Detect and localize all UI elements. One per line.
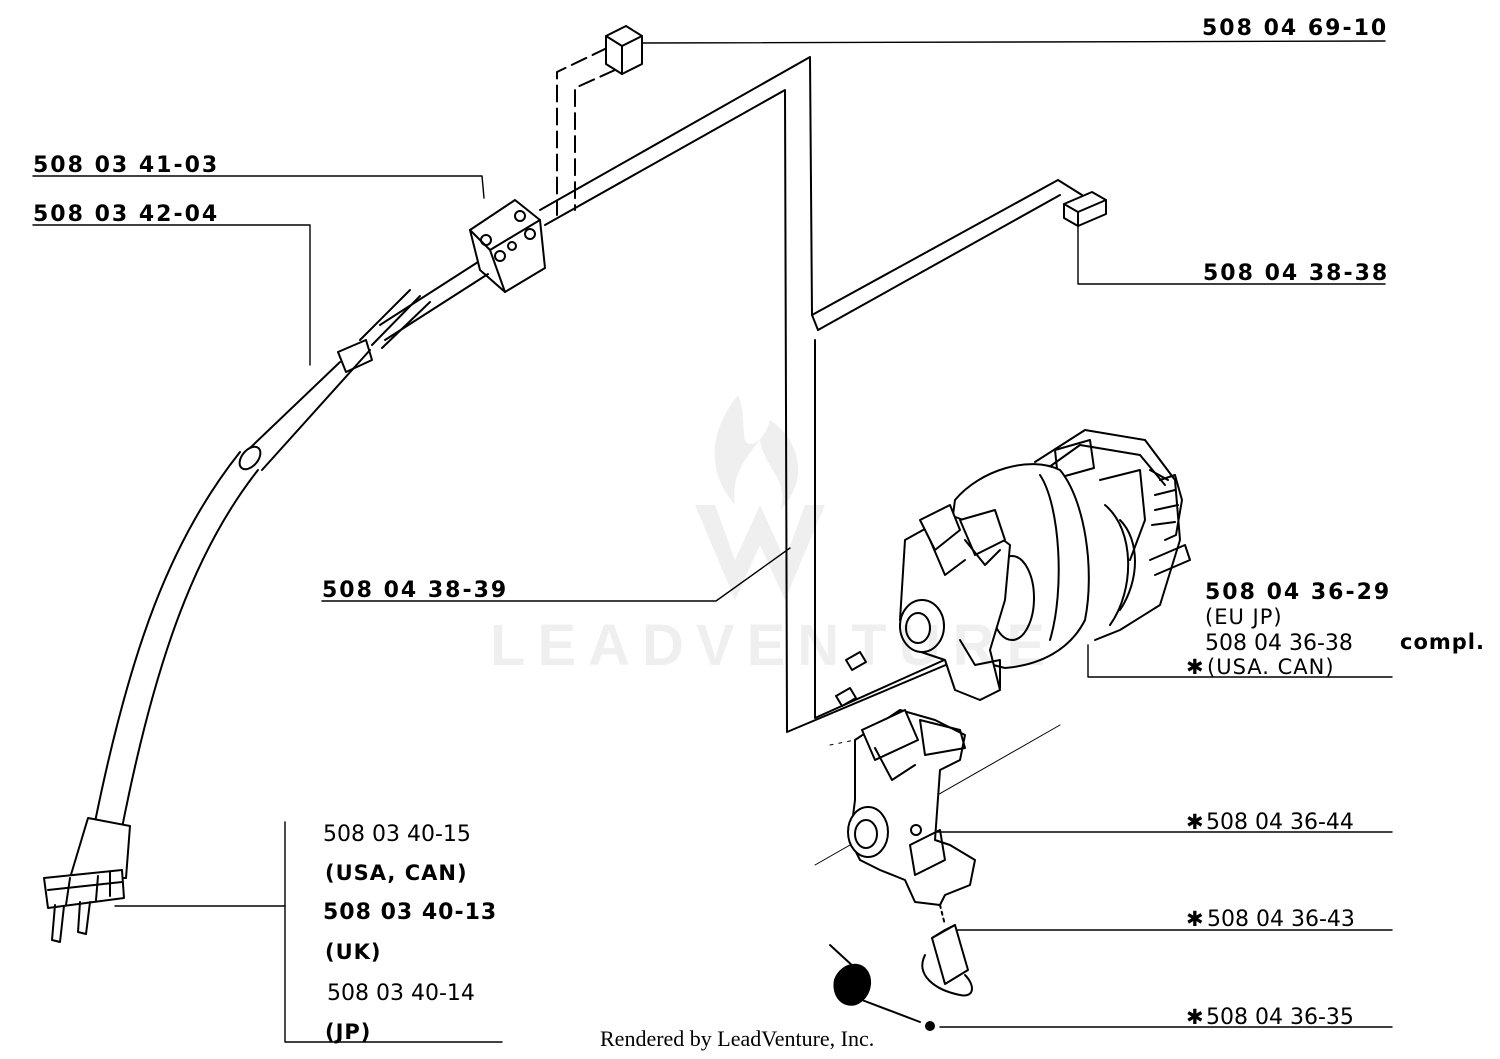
dashed-wire (556, 47, 616, 216)
connector-block-top (605, 25, 643, 75)
leader-part-2 (32, 175, 485, 199)
switch-body (469, 199, 546, 293)
part-label-508-04-36-44: 508 04 36-44 (1206, 810, 1354, 835)
connector-block-right (1063, 191, 1107, 227)
watermark-text: LEADVENTURE (490, 613, 1058, 678)
leader-part-3 (32, 224, 311, 366)
plug (43, 817, 131, 943)
plug-label-508-03-40-15: 508 03 40-15 (323, 822, 471, 847)
leader-part-4 (1077, 221, 1386, 285)
part-label-508-04-36-35: 508 04 36-35 (1206, 1005, 1354, 1030)
carbon-brush (921, 904, 973, 997)
spring (829, 944, 935, 1031)
plug-region-uk: (UK) (325, 940, 382, 964)
part-label-508-03-42-04: 508 03 42-04 (33, 202, 220, 227)
star-marker: ✱ (1186, 907, 1205, 931)
part-region-eu-jp: (EU JP) (1205, 605, 1283, 629)
plug-region-jp: (JP) (325, 1020, 372, 1044)
plug-region-usa-can: (USA, CAN) (325, 861, 468, 885)
footer-credit: Rendered by LeadVenture, Inc. (600, 1026, 875, 1051)
power-cord (94, 261, 489, 829)
leader-part-6 (1087, 644, 1393, 678)
plug-label-508-03-40-14: 508 03 40-14 (327, 981, 475, 1006)
watermark-logo-icon (695, 395, 825, 600)
wiring-harness (539, 56, 1083, 733)
part-label-508-04-38-39: 508 04 38-39 (322, 578, 509, 603)
part-region-usa-can: (USA. CAN) (1207, 655, 1335, 679)
star-marker: ✱ (1186, 810, 1205, 834)
motor-terminals (835, 651, 867, 707)
leader-part-5 (321, 547, 791, 602)
leader-part-1 (639, 40, 1386, 44)
leader-plug-bracket (284, 821, 503, 1043)
part-label-508-04-36-29: 508 04 36-29 (1205, 580, 1392, 605)
part-label-508-04-36-38: 508 04 36-38 (1205, 631, 1353, 656)
part-label-508-04-36-43: 508 04 36-43 (1207, 907, 1355, 932)
brush-holder (847, 709, 976, 906)
part-label-508-03-41-03: 508 03 41-03 (33, 153, 220, 178)
motor-assembly (899, 429, 1191, 701)
compl-label: compl. (1400, 630, 1485, 654)
part-label-508-04-69-10: 508 04 69-10 (1202, 16, 1389, 41)
star-marker: ✱ (1186, 655, 1205, 679)
part-label-508-04-38-38: 508 04 38-38 (1203, 261, 1390, 286)
star-marker: ✱ (1186, 1005, 1205, 1029)
plug-label-508-03-40-13: 508 03 40-13 (323, 900, 498, 925)
